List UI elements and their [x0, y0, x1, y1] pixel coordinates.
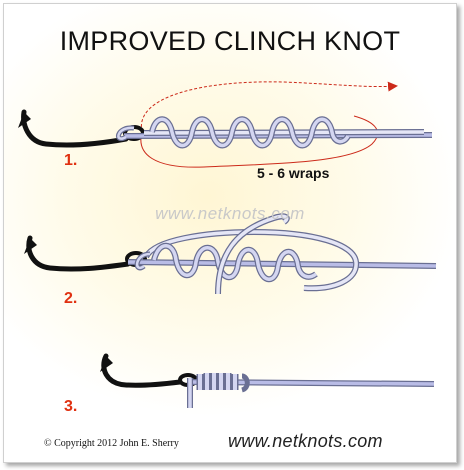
- wraps-annotation: 5 - 6 wraps: [257, 165, 330, 181]
- fishing-line-icon: [127, 213, 437, 295]
- fishing-line-icon: [116, 116, 433, 149]
- fish-hook-icon: [24, 235, 147, 272]
- diagram-card: IMPROVED CLINCH KNOT: [3, 3, 457, 463]
- step-2-number: 2.: [64, 290, 78, 307]
- direction-arrow-icon: [140, 81, 398, 133]
- fish-hook-icon: [100, 353, 198, 388]
- step-1-number: 1.: [64, 152, 78, 169]
- copyright-notice: © Copyright 2012 John E. Sherry: [44, 438, 179, 449]
- site-url[interactable]: www.netknots.com: [228, 431, 383, 451]
- diagram-title: IMPROVED CLINCH KNOT: [59, 26, 401, 56]
- step-3-number: 3.: [64, 398, 78, 415]
- fishing-line-icon: [187, 373, 435, 408]
- watermark-text: www.netknots.com: [155, 204, 305, 223]
- knot-illustration: [18, 81, 437, 408]
